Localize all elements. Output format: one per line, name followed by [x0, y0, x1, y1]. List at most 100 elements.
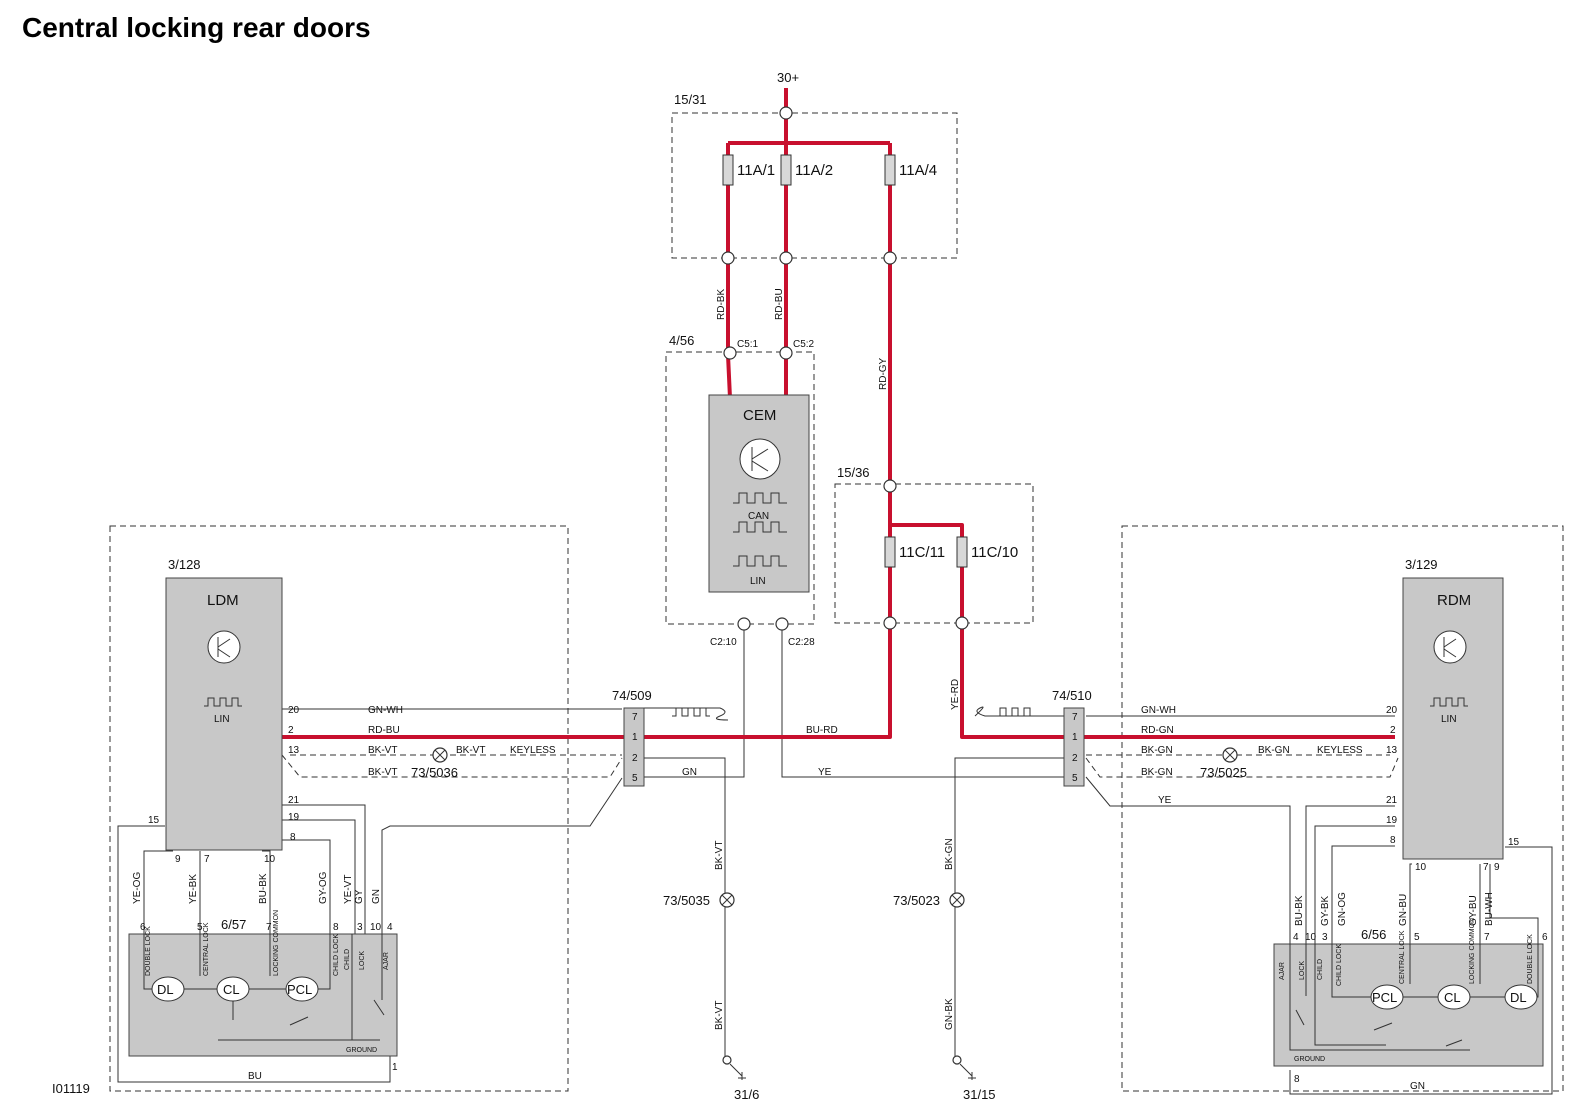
wire-label-rd-gn: RD-GN [1141, 725, 1174, 736]
wire-label-bk-vt-left-1: BK-VT [368, 745, 397, 756]
lock-left-pin-1: 1 [392, 1062, 398, 1073]
wire-label-bk-gn-right-1: BK-GN [1141, 745, 1173, 756]
lock-right-internal [1289, 938, 1539, 1051]
rdm-pin-9: 9 [1494, 862, 1500, 873]
connector-74-510-label: 74/510 [1052, 688, 1092, 703]
lock-right-pin-4: 4 [1293, 932, 1299, 943]
wire-label-gn-bu: GN-BU [1398, 894, 1409, 926]
lock-right-label-central-lock: CENTRAL LOCK [1399, 930, 1406, 984]
wire-rdm-gn-ground [1289, 846, 1553, 1095]
wire-label-gn-wh-left: GN-WH [368, 705, 403, 716]
wire-label-rd-bu-left: RD-BU [368, 725, 400, 736]
ldm-pin-15: 15 [148, 815, 160, 826]
wire-label-gy: GY [354, 889, 365, 904]
wire-ldm-gn [381, 777, 623, 934]
wire-connR-gn-wh-out [974, 706, 1064, 717]
lock-right-label-ground: GROUND [1294, 1056, 1325, 1063]
rdm-lin-label: LIN [1441, 714, 1457, 725]
wire-cem-ye [781, 625, 1064, 778]
rdm-pin-7: 7 [1483, 862, 1489, 873]
splice-label-73-5036: 73/5036 [411, 765, 458, 780]
lock-left-pin-10: 10 [370, 922, 382, 933]
wire-label-gn-left: GN [371, 889, 382, 904]
wire-connL-pin5-cem [644, 625, 745, 778]
wire-ldm-bk-vt-lower [281, 754, 623, 778]
rdm-pin-21: 21 [1386, 795, 1398, 806]
wire-label-gn-og: GN-OG [1337, 892, 1348, 926]
lock-left-pin-8: 8 [333, 922, 339, 933]
wire-label-gn-wh-right: GN-WH [1141, 705, 1176, 716]
lock-left-pin-4: 4 [387, 922, 393, 933]
lock-left-label-child: CHILD [344, 949, 351, 970]
wire-rdm-gn-bu [1409, 863, 1412, 944]
lock-left-label-lock: LOCK [359, 951, 366, 970]
ldm-pin-19: 19 [288, 812, 300, 823]
connector-74-510 [1063, 707, 1085, 787]
fuse-11A-4 [884, 154, 896, 186]
wire-label-ye-og: YE-OG [132, 872, 143, 904]
rdm-name: RDM [1437, 592, 1471, 609]
connR-pin-2: 2 [1072, 753, 1078, 764]
wire-label-keyless-right: KEYLESS [1317, 745, 1363, 756]
splice-icon-73-5036 [432, 747, 448, 763]
wire-label-rd-bu: RD-BU [774, 288, 785, 320]
fusebox-15-31-label: 15/31 [674, 92, 707, 107]
wire-label-ye-bk: YE-BK [188, 874, 199, 904]
lock-left-label-child-lock: CHILD LOCK [333, 934, 340, 976]
wire-label-ye-vt: YE-VT [343, 875, 354, 904]
square-wave-icon-cem [733, 492, 787, 567]
lock-right-label-ajar: AJAR [1279, 962, 1286, 980]
lock-left-box-label: 6/57 [221, 917, 246, 932]
wire-rdm-gn-og [1331, 845, 1395, 944]
wire-label-ye-cem: YE [818, 767, 832, 778]
fusebox-15-31-boundary [671, 112, 958, 259]
left-door-boundary [109, 525, 569, 1092]
wire-label-bk-vt-left-2: BK-VT [456, 745, 485, 756]
ldm-pin-21: 21 [288, 795, 300, 806]
wire-label-ye-rd: YE-RD [950, 679, 961, 710]
junction-nodes [721, 106, 969, 631]
power-rd-gy [280, 143, 892, 739]
ldm-module [165, 577, 283, 851]
lock-left-label-locking-common: LOCKING COMMON [273, 910, 280, 976]
lock-right-pin-7: 7 [1484, 932, 1490, 943]
square-wave-icon-ldm [204, 697, 242, 707]
ldm-pin-20: 20 [288, 705, 300, 716]
transistor-icon-ldm [207, 630, 241, 664]
rdm-pin-15: 15 [1508, 837, 1520, 848]
wire-ldm-ye-og [143, 850, 173, 934]
lock-left-pin-3: 3 [357, 922, 363, 933]
transistor-icon-rdm [1433, 630, 1467, 664]
wire-rdm-bu-bk [1305, 805, 1395, 944]
lock-right-label-locking-common: LOCKING COMMON [1469, 918, 1476, 984]
cem-pin-c5-2: C5:2 [793, 339, 815, 350]
square-wave-icon-rdm [1430, 697, 1468, 707]
wire-rdm-bu-wh [1489, 864, 1539, 944]
lock-left-label-ground: GROUND [346, 1047, 377, 1054]
fusebox-15-36-boundary [834, 483, 1034, 624]
diagram-id: I01119 [52, 1081, 90, 1096]
diagram-title: Central locking rear doors [22, 12, 371, 43]
wire-label-bu: BU [248, 1071, 262, 1082]
ldm-pin-8: 8 [290, 832, 296, 843]
lock-right-label-double-lock: DOUBLE LOCK [1527, 934, 1534, 984]
wire-label-gn-conn: GN [682, 767, 697, 778]
wire-label-gy-og: GY-OG [318, 871, 329, 904]
lock-left-label-double-lock: DOUBLE LOCK [145, 926, 152, 976]
wire-connR-pin2-ground [954, 757, 1064, 1058]
fusebox-15-36-label: 15/36 [837, 465, 870, 480]
splice-label-73-5035: 73/5035 [663, 893, 710, 908]
cem-can-label: CAN [748, 511, 769, 522]
lock-right-pin-10: 10 [1305, 932, 1317, 943]
ldm-pin-2: 2 [288, 725, 294, 736]
cem-name: CEM [743, 407, 776, 424]
power-fuse2-bridge [890, 523, 1395, 739]
wire-label-keyless-left: KEYLESS [510, 745, 556, 756]
wire-label-bk-gn-right-3: BK-GN [1141, 767, 1173, 778]
lock-right-pin-6: 6 [1542, 932, 1548, 943]
fuse-11A-4-label: 11A/4 [899, 162, 937, 179]
connR-pin-1: 1 [1072, 732, 1078, 743]
connL-pin-5: 5 [632, 773, 638, 784]
lock-right-pin-8: 8 [1294, 1074, 1300, 1085]
wire-rdm-ye [1085, 776, 1291, 938]
